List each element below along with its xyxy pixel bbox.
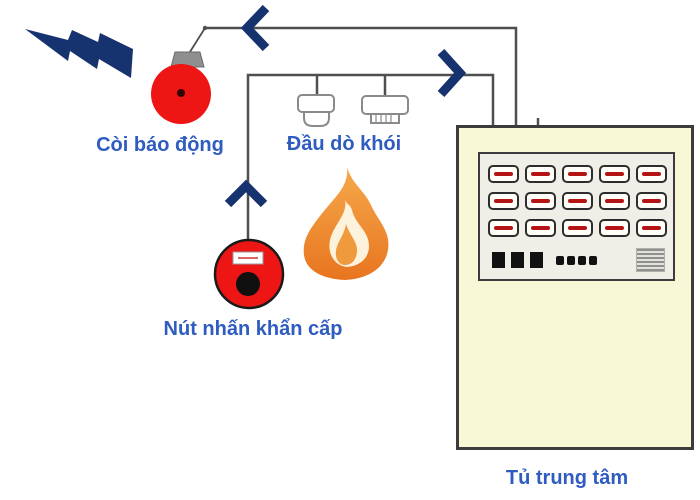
- indicator-lamp: [636, 219, 667, 237]
- lamp-row: [488, 165, 667, 183]
- lamp-red-bar: [568, 226, 587, 230]
- indicator-lamp: [488, 219, 519, 237]
- lamp-red-bar: [605, 172, 624, 176]
- square-button-group: [492, 252, 543, 268]
- button-knob: [236, 272, 260, 296]
- indicator-lamp: [599, 165, 630, 183]
- lamp-grid: [488, 165, 667, 237]
- lamp-red-bar: [531, 226, 550, 230]
- indicator-lamp: [599, 192, 630, 210]
- flame-icon: [303, 167, 389, 280]
- lamp-red-bar: [494, 199, 513, 203]
- indicator-lamp: [562, 192, 593, 210]
- indicator-lamp: [636, 192, 667, 210]
- detector-cap: [297, 94, 335, 113]
- lamp-red-bar: [531, 172, 550, 176]
- indicator-lamp: [562, 219, 593, 237]
- bell-mount: [170, 51, 205, 68]
- panel-square-button: [492, 252, 505, 268]
- alarm-bell-icon: [151, 51, 211, 124]
- dot-button-group: [556, 255, 597, 265]
- controls-row: [492, 248, 665, 272]
- lamp-row: [488, 219, 667, 237]
- lamp-red-bar: [605, 199, 624, 203]
- emergency-button-label: Nút nhấn khẩn cấp: [163, 318, 343, 340]
- lamp-red-bar: [642, 226, 661, 230]
- indicator-panel: [478, 152, 675, 281]
- top-wire: [205, 26, 518, 126]
- bell-drop-wire: [187, 27, 206, 56]
- lamp-red-bar: [568, 199, 587, 203]
- lamp-red-bar: [642, 172, 661, 176]
- siren-label: Còi báo động: [96, 134, 224, 156]
- indicator-lamp: [525, 219, 556, 237]
- chevron-left-icon: [240, 4, 270, 52]
- detector-ribbed-base: [370, 113, 400, 124]
- branch-wire: [246, 73, 495, 241]
- indicator-lamp: [599, 219, 630, 237]
- panel-square-button: [511, 252, 524, 268]
- lamp-red-bar: [605, 226, 624, 230]
- indicator-lamp: [488, 192, 519, 210]
- panel-dot-button: [567, 255, 575, 265]
- smoke-detector-label: Đầu dò khói: [286, 133, 402, 155]
- panel-square-button: [530, 252, 543, 268]
- lamp-red-bar: [494, 172, 513, 176]
- detector-cap: [361, 95, 409, 115]
- chevron-right-icon: [437, 48, 467, 98]
- lamp-red-bar: [494, 226, 513, 230]
- smoke-detector-right-icon: [361, 95, 409, 124]
- lamp-red-bar: [531, 199, 550, 203]
- flame-core-tongue: [335, 224, 358, 265]
- speaker-grille-icon: [636, 248, 665, 272]
- indicator-lamp: [525, 165, 556, 183]
- lightning-bolt-icon: [25, 29, 133, 78]
- control-panel-cabinet: [456, 125, 694, 450]
- lamp-row: [488, 192, 667, 210]
- panel-dot-button: [556, 255, 564, 265]
- indicator-lamp: [636, 165, 667, 183]
- smoke-detector-left-icon: [297, 94, 335, 127]
- bell-center-dot: [177, 89, 185, 97]
- indicator-lamp: [562, 165, 593, 183]
- indicator-lamp: [488, 165, 519, 183]
- cabinet-label: Tủ trung tâm: [505, 467, 629, 489]
- panel-dot-button: [589, 255, 597, 265]
- indicator-lamp: [525, 192, 556, 210]
- panel-dot-button: [578, 255, 586, 265]
- emergency-button-icon: [213, 238, 285, 310]
- wire-junction-dot: [202, 25, 208, 31]
- chevron-up-icon: [224, 179, 268, 208]
- lamp-red-bar: [642, 199, 661, 203]
- lamp-red-bar: [568, 172, 587, 176]
- detector-cup: [303, 111, 330, 127]
